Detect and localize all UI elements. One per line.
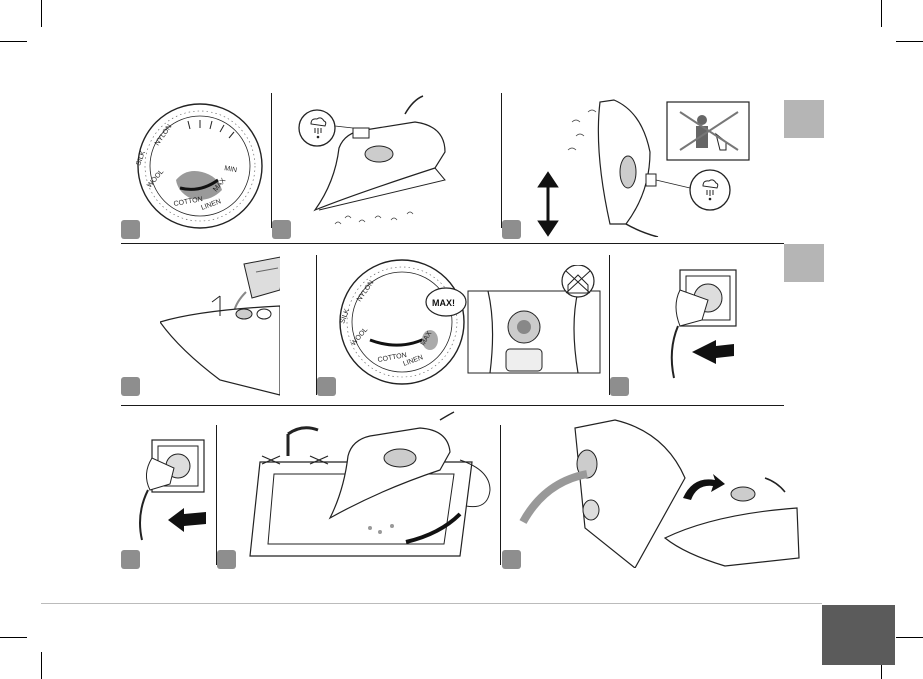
section-tab-1 [784,100,824,138]
rinse-in-sink-illustration [249,411,491,557]
temperature-dial-1: NYLON SILK WOOL COTTON LINEN MAX MIN [135,103,263,229]
col-sep-r2-b [609,255,610,395]
dial1-label-nylon: NYLON [154,123,174,147]
step-marker-3 [502,220,521,239]
filling-water-illustration [160,256,280,396]
col-sep-r2-a [316,255,317,395]
crop-mark-tr-v [881,0,882,27]
unplug-illustration [139,439,206,541]
dial2-label-silk: SILK [339,308,351,325]
rotate-arrow-icon [405,512,462,544]
crop-mark-br-h [896,637,923,638]
col-sep-r3-b [500,425,501,565]
steam-control-closeup [467,265,601,374]
crop-mark-tl-h [0,41,27,42]
dial2-callout-max: MAX! [432,298,455,308]
plug-in-illustration [670,269,737,379]
push-arrow-icon [692,340,734,364]
no-vertical-steam-on-person-icon [679,111,739,151]
col-sep-r3-a [216,425,217,565]
dial1-label-silk: SILK [135,150,147,167]
step-marker-1 [121,220,140,239]
dial1-label-linen: LINEN [200,198,222,212]
iron-steam-button-illustration [298,95,446,225]
crop-mark-bl-v [41,652,42,679]
step-marker-5 [317,377,336,396]
step-marker-6 [610,377,629,396]
dial1-label-cotton: COTTON [173,196,203,208]
dial1-label-wool: WOOL [146,168,165,189]
crop-mark-tr-h [896,41,923,42]
step-marker-8 [217,550,236,569]
section-tab-2 [784,244,824,282]
footer-rule [41,603,822,604]
crop-mark-tl-v [41,0,42,27]
crop-mark-bl-h [0,637,27,638]
col-sep-r1-a [271,93,272,228]
steam-icon [310,117,327,139]
step-marker-4 [121,377,140,396]
dial2-label-nylon: NYLON [356,279,376,303]
step-marker-7 [121,550,140,569]
page-number-tab [822,605,895,665]
col-sep-r1-b [501,93,502,228]
cleaning-pin-illustration [519,419,800,568]
dial1-label-min: MIN [224,165,238,174]
step-marker-9 [502,550,521,569]
row-rule-2 [121,405,784,406]
pull-arrow-icon [168,508,206,532]
vertical-steam-illustration [537,99,750,237]
no-steam-house-icon [565,270,591,294]
step-marker-2 [272,220,291,239]
crop-mark-br-v [881,652,882,679]
row-rule-1 [121,243,784,244]
dial2-label-wool: WOOL [350,326,369,347]
temperature-dial-2: MAX! NYLON SILK WOOL COTTON LINEN MAX [339,259,467,385]
double-arrow-icon [537,171,559,237]
